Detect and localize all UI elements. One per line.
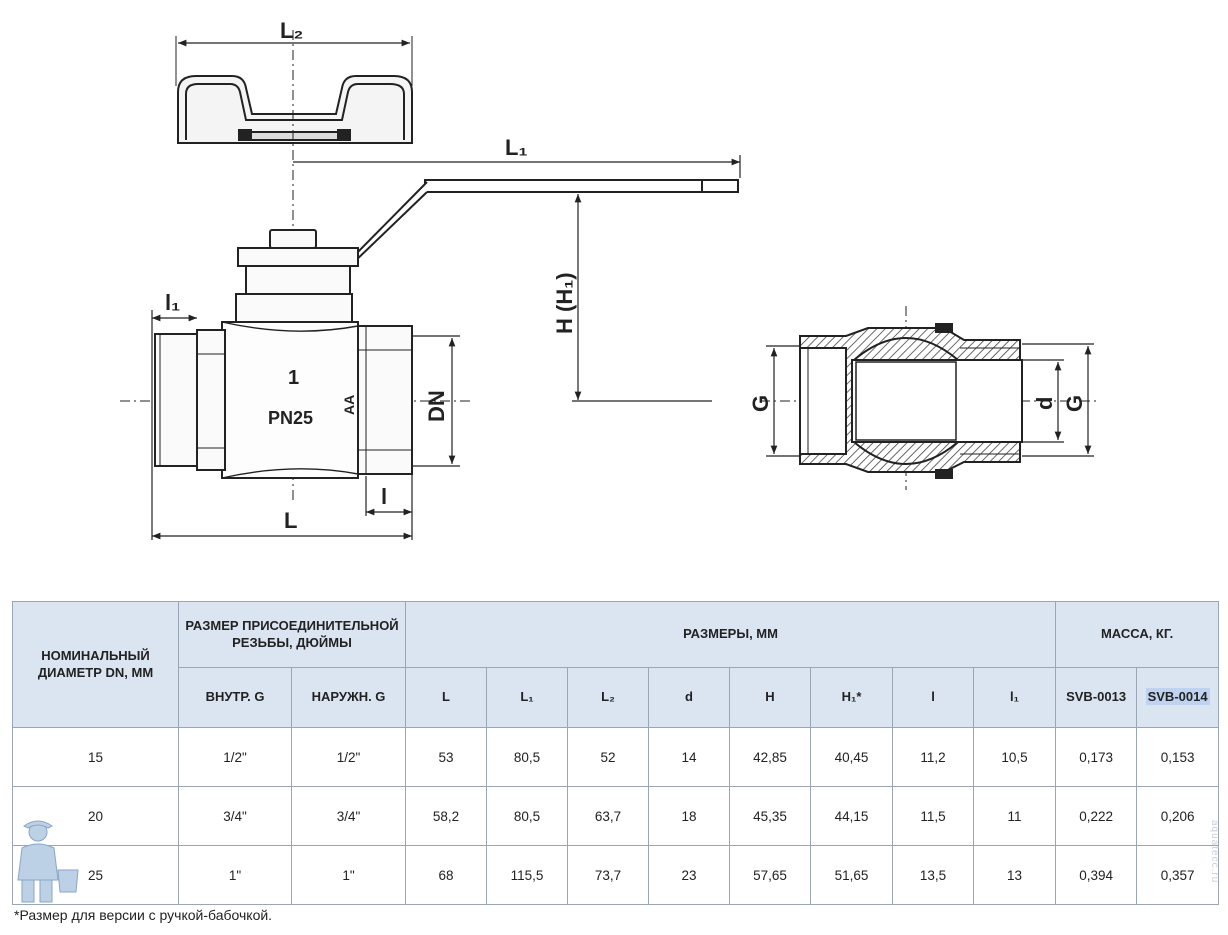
header-svb-0013: SVB-0013 xyxy=(1055,667,1138,728)
label-pn: PN25 xyxy=(268,408,313,428)
header-L: L xyxy=(405,667,487,728)
label-l1-small: l₁ xyxy=(165,290,180,315)
table-cell: 0,394 xyxy=(1055,845,1138,905)
valve-technical-drawing: L₂ L₁ H (H₁) l₁ DN l L PN25 1 AA G d G xyxy=(120,18,1100,540)
table-cell: 58,2 xyxy=(405,786,487,846)
table-cell: 53 xyxy=(405,727,487,787)
table-cell: 3/4" xyxy=(291,786,406,846)
label-g-right: G xyxy=(1062,395,1087,412)
header-dn: НОМИНАЛЬНЫЙ ДИАМЕТР DN, ММ xyxy=(12,601,179,728)
dimension-lines xyxy=(151,155,741,540)
table-cell: 0,222 xyxy=(1055,786,1138,846)
header-l: l xyxy=(892,667,974,728)
table-cell: 11 xyxy=(972,786,1057,846)
table-cell: 80,5 xyxy=(486,727,568,787)
header-l1: l₁ xyxy=(972,667,1057,728)
table-cell: 14 xyxy=(648,727,730,787)
header-thread-group: РАЗМЕР ПРИСОЕДИНИТЕЛЬНОЙ РЕЗЬБЫ, ДЮЙМЫ xyxy=(178,601,406,668)
header-outer: НАРУЖН. G xyxy=(291,667,406,728)
table-cell: 1" xyxy=(178,845,292,905)
label-g-left: G xyxy=(748,395,773,412)
section-dimension-lines xyxy=(766,343,1094,457)
table-cell: 68 xyxy=(405,845,487,905)
header-L1: L₁ xyxy=(486,667,568,728)
table-cell: 1/2" xyxy=(291,727,406,787)
specification-table: НОМИНАЛЬНЫЙ ДИАМЕТР DN, ММ РАЗМЕР ПРИСОЕ… xyxy=(12,601,1220,905)
label-d: d xyxy=(1032,397,1057,410)
header-dims-group: РАЗМЕРЫ, ММ xyxy=(404,601,1057,668)
table-cell: 0,206 xyxy=(1136,786,1220,846)
table-cell: 0,153 xyxy=(1136,727,1220,787)
table-cell: 15 xyxy=(12,727,179,787)
header-mass-group: МАССА, КГ. xyxy=(1055,601,1220,668)
label-l-small: l xyxy=(381,484,387,509)
header-d: d xyxy=(648,667,730,728)
table-cell: 18 xyxy=(648,786,730,846)
table-cell: 10,5 xyxy=(972,727,1057,787)
table-cell: 80,5 xyxy=(486,786,568,846)
table-cell: 52 xyxy=(567,727,649,787)
table-cell: 73,7 xyxy=(567,845,649,905)
table-cell: 42,85 xyxy=(729,727,811,787)
header-H1: H₁* xyxy=(810,667,893,728)
header-L2: L₂ xyxy=(567,667,649,728)
table-cell: 44,15 xyxy=(810,786,893,846)
butterfly-handle-view xyxy=(175,36,413,144)
valve-side-view xyxy=(120,30,739,500)
label-body-mark: AA xyxy=(341,395,357,415)
label-l2: L₂ xyxy=(280,18,303,43)
label-h: H (H₁) xyxy=(552,272,577,334)
label-l: L xyxy=(284,508,297,533)
table-cell: 51,65 xyxy=(810,845,893,905)
table-cell: 13,5 xyxy=(892,845,974,905)
plumber-mascot-icon xyxy=(17,820,79,903)
valve-section-view xyxy=(760,306,1100,490)
table-cell: 0,357 xyxy=(1136,845,1220,905)
table-cell: 40,45 xyxy=(810,727,893,787)
table-cell: 57,65 xyxy=(729,845,811,905)
table-cell: 0,173 xyxy=(1055,727,1138,787)
table-cell: 1/2" xyxy=(178,727,292,787)
header-svb-0014: SVB-0014 xyxy=(1136,667,1220,728)
table-cell: 23 xyxy=(648,845,730,905)
table-cell: 11,2 xyxy=(892,727,974,787)
table-cell: 13 xyxy=(972,845,1057,905)
side-watermark: aquatecc.ru xyxy=(1209,820,1220,884)
header-inner: ВНУТР. G xyxy=(178,667,292,728)
table-cell: 1" xyxy=(291,845,406,905)
table-cell: 3/4" xyxy=(178,786,292,846)
table-cell: 63,7 xyxy=(567,786,649,846)
footnote: *Размер для версии с ручкой-бабочкой. xyxy=(14,907,273,923)
label-l1: L₁ xyxy=(505,135,528,160)
selected-text-highlight: SVB-0014 xyxy=(1145,688,1210,706)
label-dn: DN xyxy=(424,390,449,422)
label-body-number: 1 xyxy=(288,367,299,389)
table-cell: 115,5 xyxy=(486,845,568,905)
table-cell: 11,5 xyxy=(892,786,974,846)
table-cell: 45,35 xyxy=(729,786,811,846)
header-H: H xyxy=(729,667,811,728)
